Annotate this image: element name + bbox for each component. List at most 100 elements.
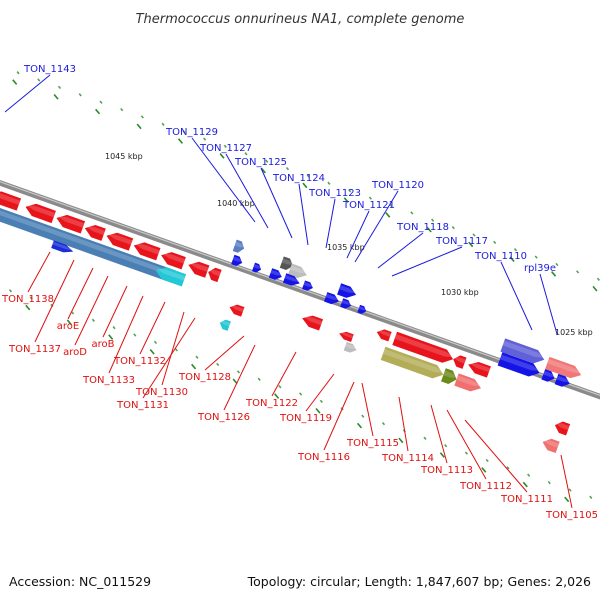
tick-mark: [236, 370, 241, 374]
gene-label: TON_1137: [8, 259, 75, 355]
gene-forward-strand: [251, 262, 262, 273]
gene-reverse-strand: [133, 242, 161, 261]
gene-label: TON_1115: [346, 382, 399, 449]
gene-label: TON_1113: [420, 404, 473, 476]
tick-mark: [120, 107, 124, 112]
kbp-tick-label: 1040 kbp: [217, 199, 255, 208]
gene-reverse-strand: [454, 373, 482, 392]
gene-forward-strand: [541, 369, 556, 382]
svg-text:TON_1117: TON_1117: [435, 236, 488, 247]
svg-text:TON_1121: TON_1121: [342, 200, 395, 211]
tick-mark: [108, 334, 114, 340]
kbp-tick-label: 1035 kbp: [327, 243, 365, 252]
svg-text:TON_1124: TON_1124: [272, 173, 325, 184]
gene-forward-strand: [337, 283, 357, 298]
svg-text:TON_1122: TON_1122: [245, 398, 298, 409]
gene-features: [0, 191, 582, 454]
tick-mark: [265, 159, 269, 163]
svg-text:TON_1113: TON_1113: [420, 465, 473, 476]
gene-reverse-strand: [0, 206, 176, 283]
tick-mark: [485, 458, 489, 463]
tick-mark: [274, 393, 280, 399]
gene-reverse-strand: [302, 315, 324, 331]
tick-mark: [356, 422, 363, 429]
svg-text:TON_1129: TON_1129: [165, 127, 218, 138]
tick-mark: [136, 123, 142, 130]
gene-label: TON_1111: [464, 419, 553, 505]
tick-mark: [493, 240, 497, 245]
tick-mark: [219, 153, 225, 159]
gene-labels: TON_1143TON_1129TON_1127TON_1125TON_1124…: [1, 64, 598, 521]
genome-backbone: [0, 180, 600, 400]
tick-mark: [95, 108, 101, 115]
svg-text:rpl39e: rpl39e: [524, 263, 556, 274]
svg-text:TON_1123: TON_1123: [308, 188, 361, 199]
gene-forward-strand: [301, 280, 314, 291]
tick-mark: [410, 211, 414, 215]
gene-forward-strand: [340, 298, 352, 309]
tick-mark: [423, 436, 427, 440]
gene-label: aroB: [92, 285, 128, 350]
gene-reverse-strand: [219, 319, 231, 331]
svg-text:TON_1119: TON_1119: [279, 413, 332, 424]
svg-text:TON_1126: TON_1126: [197, 412, 250, 423]
gene-forward-strand: [497, 352, 541, 377]
gene-forward-strand: [268, 268, 283, 280]
gene-label: TON_1110: [474, 251, 533, 331]
tick-mark: [191, 363, 197, 370]
tick-mark: [112, 325, 116, 330]
svg-text:TON_1110: TON_1110: [474, 251, 527, 262]
svg-text:TON_1112: TON_1112: [459, 481, 512, 492]
gene-label: TON_1116: [297, 381, 355, 463]
tick-mark: [472, 233, 476, 237]
gene-label: TON_1133: [82, 295, 144, 386]
tick-mark: [257, 377, 261, 381]
gene-reverse-strand: [229, 304, 245, 317]
kbp-tick-label: 1030 kbp: [441, 288, 479, 297]
tick-mark: [589, 495, 593, 499]
tick-mark: [177, 138, 184, 144]
tick-mark: [299, 392, 303, 396]
gene-label: TON_1122: [245, 351, 298, 409]
tick-mark: [551, 271, 557, 277]
gene-label: TON_1143: [4, 64, 76, 113]
gene-forward-strand: [51, 240, 74, 253]
gene-forward-strand: [545, 356, 582, 379]
gene-reverse-strand: [208, 267, 222, 283]
gene-label: aroE: [57, 267, 94, 332]
tick-mark: [99, 100, 103, 104]
tick-mark: [464, 451, 468, 455]
svg-text:TON_1137: TON_1137: [8, 344, 61, 355]
gene-label: TON_1123: [308, 188, 361, 249]
tick-mark: [29, 296, 33, 300]
gene-forward-strand: [232, 239, 245, 253]
gene-forward-strand: [287, 263, 308, 279]
gene-reverse-strand: [84, 224, 106, 241]
tick-mark: [140, 115, 144, 119]
tick-mark: [260, 167, 266, 174]
svg-text:TON_1138: TON_1138: [1, 294, 54, 305]
tick-mark: [57, 85, 62, 90]
tick-mark: [195, 355, 199, 359]
tick-mark: [576, 270, 580, 274]
tick-mark: [431, 218, 435, 222]
gene-forward-strand: [231, 254, 243, 267]
gene-forward-strand: [500, 338, 545, 364]
gene-label: TON_1125: [234, 157, 293, 239]
gene-label: TON_1112: [446, 409, 512, 492]
tick-mark: [513, 248, 518, 252]
tick-mark: [78, 93, 82, 97]
tick-mark: [509, 256, 515, 263]
gene-reverse-strand: [161, 252, 186, 270]
tick-mark: [133, 333, 137, 337]
tick-mark: [161, 122, 165, 126]
svg-text:TON_1128: TON_1128: [178, 372, 231, 383]
gene-reverse-strand: [106, 232, 134, 251]
tick-mark: [223, 144, 227, 149]
tick-mark: [278, 385, 282, 389]
tick-mark: [564, 496, 570, 503]
gene-reverse-strand: [441, 368, 458, 384]
gene-reverse-strand: [25, 203, 56, 224]
svg-text:aroB: aroB: [92, 339, 115, 350]
